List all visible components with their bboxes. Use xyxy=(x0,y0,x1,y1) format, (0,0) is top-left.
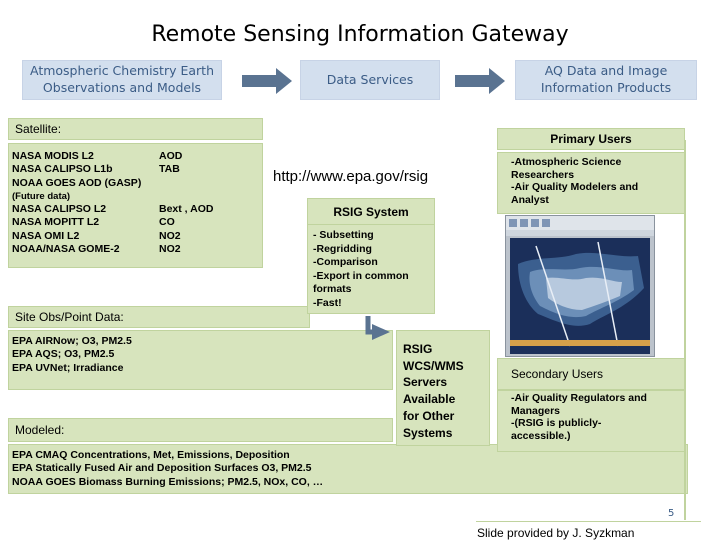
secondary-users-line: accessible.) xyxy=(511,430,571,443)
wcs-line: WCS/WMS xyxy=(403,358,464,373)
header-box-products: AQ Data and Image Information Products xyxy=(515,60,697,100)
secondary-users-title: Secondary Users xyxy=(497,358,685,390)
primary-users-line: -Atmospheric Science xyxy=(511,156,622,168)
primary-users-line: Researchers xyxy=(511,168,575,181)
rsig-system-box: RSIG System - Subsetting -Regridding -Co… xyxy=(307,198,435,314)
wcs-wms-box: RSIG WCS/WMS Servers Available for Other… xyxy=(396,330,490,446)
modeled-line: EPA Statically Fused Air and Deposition … xyxy=(12,462,312,475)
wcs-line: RSIG xyxy=(403,342,433,356)
header-box-observations-text: Atmospheric Chemistry Earth Observations… xyxy=(29,63,214,95)
secondary-users-line: Managers xyxy=(511,404,561,417)
primary-users-line: -Air Quality Modelers and xyxy=(511,181,639,194)
secondary-users-line: -(RSIG is publicly- xyxy=(511,417,602,430)
wcs-line: Available xyxy=(403,392,456,407)
satellite-row: (Future data) xyxy=(12,190,71,202)
rsig-map-screenshot xyxy=(505,215,655,357)
site-obs-label-bar: Site Obs/Point Data: xyxy=(8,306,310,328)
modeled-line: EPA CMAQ Concentrations, Met, Emissions,… xyxy=(12,449,290,461)
slide-title: Remote Sensing Information Gateway xyxy=(151,22,569,47)
site-obs-list: EPA AIRNow; O3, PM2.5 EPA AQS; O3, PM2.5… xyxy=(12,335,132,375)
site-obs-line: EPA AIRNow; O3, PM2.5 xyxy=(12,335,132,347)
slide-credit: Slide provided by J. Syzkman xyxy=(477,526,635,540)
header-box-observations: Atmospheric Chemistry Earth Observations… xyxy=(22,60,222,100)
secondary-users-line: -Air Quality Regulators and xyxy=(511,392,647,404)
map-image-icon xyxy=(506,216,654,354)
header-box-data-services-text: Data Services xyxy=(326,71,414,87)
modeled-label-bar: Modeled: xyxy=(8,418,393,442)
credit-divider xyxy=(476,521,701,522)
site-obs-box xyxy=(8,330,393,390)
rsig-system-line: -Export in common xyxy=(313,269,409,282)
satellite-row: NOAA GOES AOD (GASP) xyxy=(12,176,142,189)
wcs-line: Servers xyxy=(403,375,448,390)
modeled-list: EPA CMAQ Concentrations, Met, Emissions,… xyxy=(12,449,323,489)
down-arrow-icon xyxy=(365,316,390,340)
rsig-system-line: -Comparison xyxy=(313,256,378,269)
wcs-line: Systems xyxy=(403,425,453,440)
header-box-data-services: Data Services xyxy=(300,60,440,100)
satellite-label: Satellite: xyxy=(15,122,62,136)
arrow-right-icon xyxy=(242,68,292,94)
site-obs-label: Site Obs/Point Data: xyxy=(15,310,124,324)
rsig-system-list: - Subsetting -Regridding -Comparison -Ex… xyxy=(313,229,409,311)
rsig-url-link[interactable]: http://www.epa.gov/rsig xyxy=(273,168,429,185)
arrow-right-icon xyxy=(455,68,505,94)
site-obs-line: EPA AQS; O3, PM2.5 xyxy=(12,348,115,361)
satellite-list-box xyxy=(8,143,263,268)
secondary-users-box: -Air Quality Regulators and Managers -(R… xyxy=(497,390,685,452)
rsig-system-line: -Regridding xyxy=(313,242,372,255)
modeled-box xyxy=(8,444,688,494)
primary-users-box: -Atmospheric Science Researchers -Air Qu… xyxy=(497,152,685,214)
rsig-system-line: -Fast! xyxy=(313,296,342,309)
rsig-system-line: formats xyxy=(313,283,352,296)
rsig-system-line: - Subsetting xyxy=(313,229,374,241)
header-box-products-text: AQ Data and Image Information Products xyxy=(540,63,672,95)
wcs-line: for Other xyxy=(403,408,455,423)
primary-users-title: Primary Users xyxy=(497,128,685,150)
page-number: 5 xyxy=(668,508,675,519)
primary-users-line: Analyst xyxy=(511,194,549,207)
rsig-system-title: RSIG System xyxy=(308,199,434,225)
modeled-label: Modeled: xyxy=(15,423,65,437)
modeled-line: NOAA GOES Biomass Burning Emissions; PM2… xyxy=(12,475,324,488)
site-obs-line: EPA UVNet; Irradiance xyxy=(12,361,124,374)
satellite-label-bar: Satellite: xyxy=(8,118,263,140)
